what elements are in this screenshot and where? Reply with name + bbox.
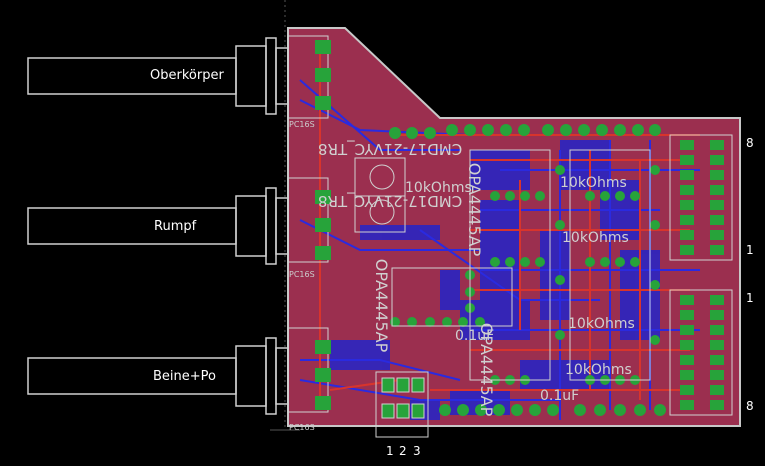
bottom-copper-pours bbox=[330, 140, 660, 420]
potentiometer-oberkoerper bbox=[27, 37, 289, 115]
knob-label-oberkoerper: Oberkörper bbox=[150, 68, 224, 83]
top-pad-row bbox=[389, 124, 661, 139]
potentiometer-beine bbox=[27, 337, 289, 415]
silk-cap-value-2: 0.1uF bbox=[540, 388, 580, 404]
silk-resistor-label: 10kOhms bbox=[405, 180, 472, 196]
silkscreen-outlines bbox=[354, 134, 733, 438]
knob-label-beine-po: Beine+Po bbox=[153, 369, 216, 384]
right-header-top-pads bbox=[680, 140, 724, 255]
silk-resistor-3: 10kOhms bbox=[562, 230, 629, 246]
part-label-pot-1: PC16S bbox=[289, 120, 315, 129]
bottom-pin-1: 1 bbox=[386, 444, 394, 458]
silk-resistor-2: 10kOhms bbox=[560, 175, 627, 191]
bottom-connector-pads bbox=[381, 377, 425, 419]
pot-pads bbox=[315, 40, 331, 410]
header-top-pin-first: 8 bbox=[746, 136, 754, 150]
part-label-pot-3: PC16S bbox=[289, 423, 315, 432]
bottom-pin-2: 2 bbox=[399, 444, 407, 458]
header-bottom-pin-last: 8 bbox=[746, 399, 754, 413]
silk-opamp-2: OPA4445AP bbox=[465, 162, 485, 257]
bottom-pin-3: 3 bbox=[413, 444, 421, 458]
silk-cap-value: 0.1uF bbox=[455, 328, 495, 344]
ic-pads bbox=[390, 165, 660, 385]
led-footprints bbox=[369, 164, 395, 225]
silk-opamp-1: OPA4445AP bbox=[372, 258, 392, 353]
bottom-pad-row bbox=[439, 404, 666, 416]
silk-resistor-5: 10kOhms bbox=[565, 362, 632, 378]
header-bottom-pin-first: 1 bbox=[746, 291, 754, 305]
silk-cap-label: CMD17-21VYC_TR8 bbox=[318, 140, 463, 158]
silk-resistor-4: 10kOhms bbox=[568, 316, 635, 332]
knob-label-rumpf: Rumpf bbox=[154, 219, 197, 234]
header-top-pin-last: 1 bbox=[746, 243, 754, 257]
right-header-bottom-pads bbox=[680, 295, 724, 410]
part-label-pot-2: PC16S bbox=[289, 270, 315, 279]
